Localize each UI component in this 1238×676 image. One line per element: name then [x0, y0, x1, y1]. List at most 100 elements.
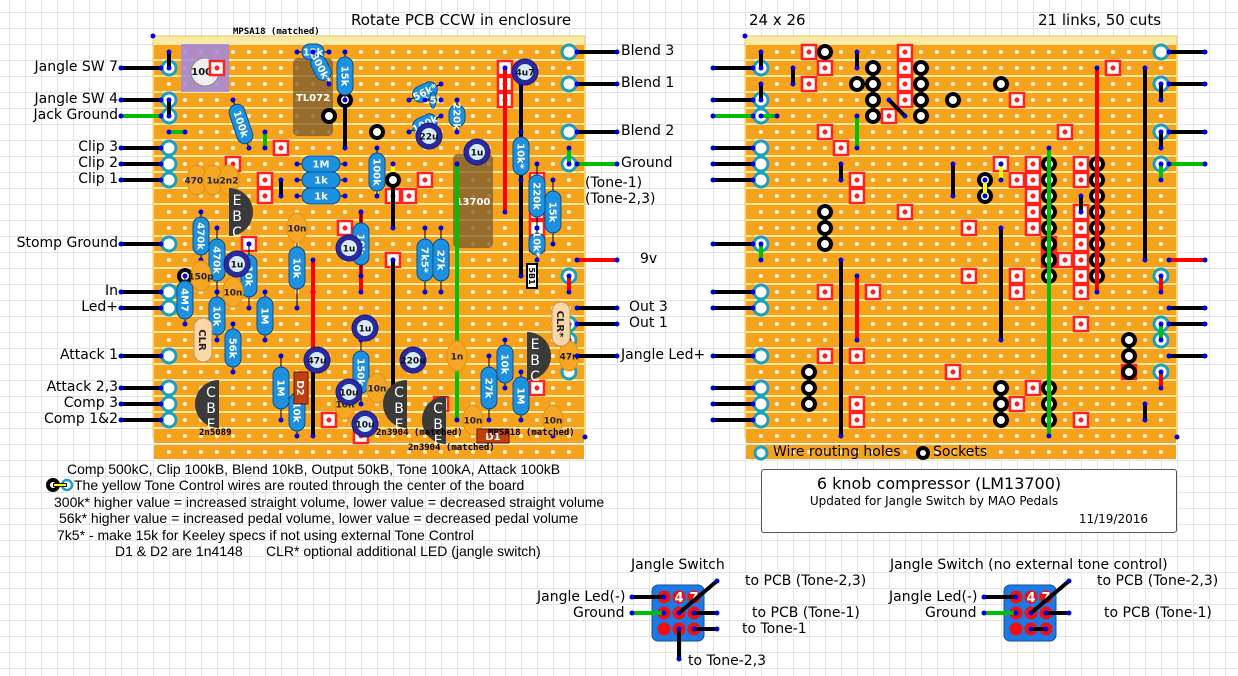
copper-strip: [746, 333, 1176, 347]
resistor-value: 10k: [211, 306, 222, 327]
link-end: [750, 145, 756, 151]
hole: [1111, 98, 1115, 102]
link-end: [758, 97, 764, 103]
hole: [199, 370, 203, 374]
link-end: [629, 610, 635, 616]
link-end: [1094, 65, 1100, 71]
hole: [1127, 434, 1131, 438]
film-capacitor: [542, 404, 564, 436]
hole: [967, 450, 971, 454]
hole: [471, 450, 475, 454]
link-end: [1202, 321, 1208, 327]
link-end: [710, 385, 716, 391]
hole: [455, 146, 459, 150]
hole: [823, 418, 827, 422]
hole: [967, 130, 971, 134]
wire-routing-hole: [752, 411, 770, 429]
hole: [775, 290, 779, 294]
wire-routing-hole: [752, 283, 770, 301]
link-end: [574, 353, 580, 359]
link-end: [758, 65, 764, 71]
copper-strip: [746, 237, 1176, 251]
copper-strip: [154, 285, 584, 299]
hole: [967, 306, 971, 310]
hole: [887, 162, 891, 166]
wire-routing-hole: [160, 395, 178, 413]
hole: [1063, 434, 1067, 438]
transistor-pin-C: C: [394, 385, 404, 401]
hole: [855, 162, 859, 166]
cut-dot: [534, 385, 540, 391]
capacitor-value: 1n: [451, 353, 464, 363]
hole: [951, 226, 955, 230]
hole: [247, 66, 251, 70]
link-end: [574, 305, 580, 311]
hole: [1031, 434, 1035, 438]
hole: [343, 434, 347, 438]
lead-end: [342, 161, 348, 167]
hole: [407, 82, 411, 86]
hole: [535, 322, 539, 326]
hole: [199, 114, 203, 118]
link-end: [750, 113, 756, 119]
hole: [967, 386, 971, 390]
hole: [279, 114, 283, 118]
hole: [215, 210, 219, 214]
left-connection-label: Attack 2,3: [46, 379, 118, 395]
link-end: [981, 594, 987, 600]
link-end: [838, 177, 844, 183]
hole: [1127, 386, 1131, 390]
hole: [903, 146, 907, 150]
hole: [343, 322, 347, 326]
resistor-value: 1k: [314, 176, 328, 187]
hole: [1127, 418, 1131, 422]
capacitor-value: 47n: [560, 353, 579, 363]
link-end: [750, 401, 756, 407]
hole: [1079, 82, 1083, 86]
hole: [903, 226, 907, 230]
hole: [519, 354, 523, 358]
hole: [375, 98, 379, 102]
link-end: [118, 97, 124, 103]
hole: [1111, 194, 1115, 198]
cut-dot: [1078, 417, 1084, 423]
link-end: [950, 193, 956, 199]
corner-dot: [582, 434, 588, 440]
resistor: 1M: [301, 155, 341, 173]
hole: [967, 242, 971, 246]
hole: [199, 162, 203, 166]
hole: [471, 290, 475, 294]
link-end: [614, 81, 620, 87]
left-connection-label: Comp 1&2: [43, 411, 118, 427]
hole: [567, 194, 571, 198]
hole: [215, 146, 219, 150]
hole: [919, 338, 923, 342]
hole: [567, 242, 571, 246]
hole: [407, 226, 411, 230]
right-connection-label: Jangle Led+: [621, 347, 706, 363]
hole: [503, 226, 507, 230]
hole: [951, 418, 955, 422]
hole: [1079, 98, 1083, 102]
hole: [199, 434, 203, 438]
transistor-pin-E: E: [434, 433, 443, 449]
left-connection-label: Stomp Ground: [16, 235, 118, 251]
socket: [801, 380, 817, 396]
capacitor-top: [469, 144, 485, 160]
hole: [167, 338, 171, 342]
resistor-body: [272, 366, 290, 410]
hole: [1079, 306, 1083, 310]
hole: [855, 242, 859, 246]
lead-end: [246, 305, 252, 311]
link-end: [158, 289, 164, 295]
hole: [231, 402, 235, 406]
link-end: [614, 353, 620, 359]
cut-dot: [278, 145, 284, 151]
hole: [999, 210, 1003, 214]
hole: [1079, 354, 1083, 358]
link-end: [750, 289, 756, 295]
hole: [1143, 306, 1147, 310]
jsnt-label-pcb-tone1: to PCB (Tone-1): [1104, 605, 1212, 621]
left-connection-label: Jack Ground: [33, 107, 118, 123]
lead-end: [550, 241, 556, 247]
